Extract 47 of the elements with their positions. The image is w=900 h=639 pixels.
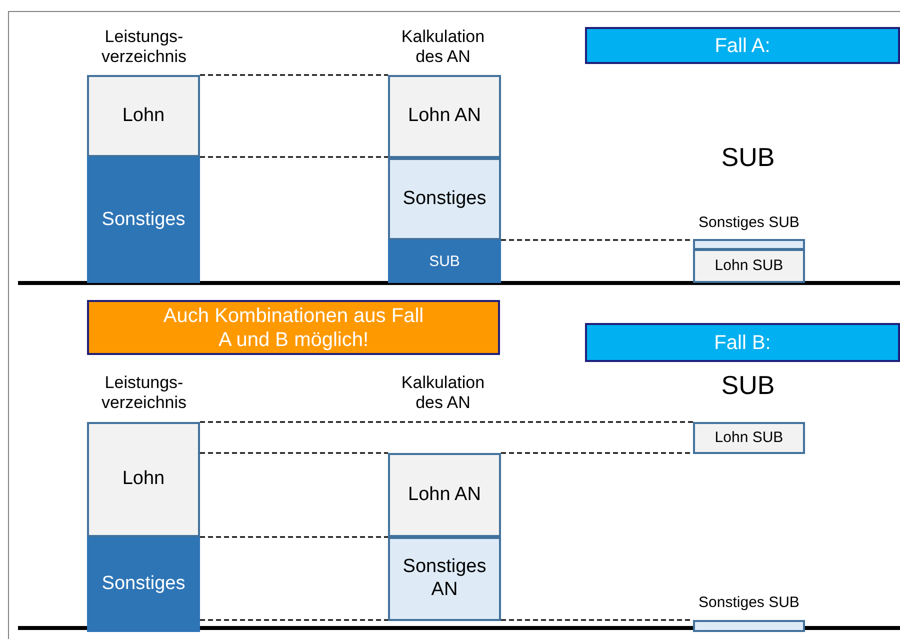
dashed-connector: [501, 452, 693, 454]
column-heading: Leistungs- verzeichnis: [100, 27, 188, 68]
column-heading: Leistungs- verzeichnis: [100, 373, 188, 414]
stack-segment: [693, 422, 805, 454]
stack-segment: [87, 422, 200, 537]
dashed-connector: [200, 452, 388, 454]
dashed-connector: [200, 536, 388, 538]
segment-label: Sonstiges: [102, 208, 186, 232]
column-heading: Kalkulation des AN: [400, 27, 486, 68]
case-banner: [585, 27, 900, 64]
segment-label: Lohn: [122, 468, 165, 491]
column-heading: SUB: [721, 142, 775, 174]
segment-label: Fall B:: [714, 330, 771, 354]
segment-label: SUB: [429, 252, 460, 270]
thin-bar: [693, 239, 805, 250]
segment-label: Lohn SUB: [714, 257, 784, 275]
segment-label: Sonstiges: [102, 573, 186, 596]
column-heading: Kalkulation des AN: [400, 373, 486, 414]
dashed-connector: [200, 74, 388, 76]
thin-bar: [693, 620, 805, 632]
stack-segment: [388, 75, 501, 158]
stack-segment: [388, 240, 501, 283]
note-banner: [87, 300, 500, 355]
bar-caption: Sonstiges SUB: [698, 214, 800, 232]
segment-label: Lohn AN: [408, 105, 481, 128]
stack-segment: [693, 249, 805, 283]
stack-segment: [87, 157, 200, 283]
stack-segment: [388, 453, 501, 537]
stack-segment: [388, 158, 501, 240]
dashed-connector: [501, 619, 693, 621]
segment-label: Fall A:: [714, 34, 770, 58]
bar-caption: Sonstiges SUB: [698, 594, 800, 612]
stack-segment: [388, 537, 501, 621]
segment-label: Lohn AN: [408, 484, 481, 506]
case-banner: [585, 323, 900, 362]
segment-label: Lohn SUB: [714, 429, 784, 447]
dashed-connector: [200, 156, 388, 158]
segment-label: Sonstiges AN: [402, 556, 488, 602]
dashed-connector: [501, 239, 693, 241]
column-heading: SUB: [721, 370, 775, 402]
segment-label: Auch Kombinationen aus Fall A und B möglich!: [162, 304, 425, 352]
stack-segment: [87, 537, 200, 632]
stack-segment: [87, 75, 200, 157]
segment-label: Sonstiges: [402, 188, 486, 210]
segment-label: Lohn: [122, 104, 165, 128]
dashed-connector: [200, 619, 388, 621]
dashed-connector: [200, 421, 693, 423]
